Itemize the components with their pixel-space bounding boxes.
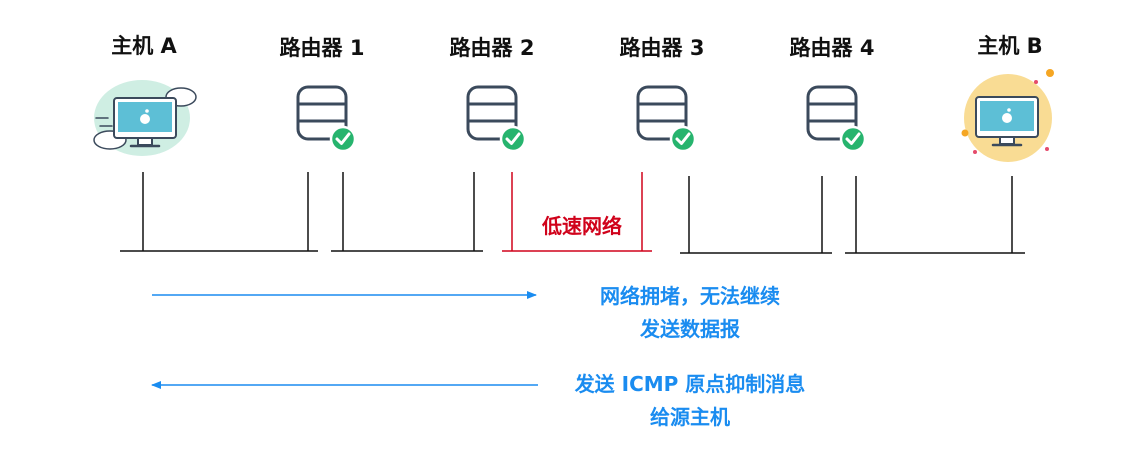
congestion-message-line-2: 发送数据报 bbox=[639, 317, 740, 341]
router-1-database-icon bbox=[296, 85, 357, 153]
router-3-database-icon bbox=[636, 85, 697, 153]
link-5 bbox=[845, 176, 1025, 254]
link-3-slow-network: 低速网络 bbox=[502, 172, 652, 252]
icmp-message-line-2: 给源主机 bbox=[650, 405, 730, 429]
congestion-message-line-1: 网络拥堵，无法继续 bbox=[600, 284, 780, 308]
node-label-host-b: 主机 B bbox=[977, 34, 1042, 58]
node-label-host-a: 主机 A bbox=[111, 34, 177, 58]
icmp-message-line-1: 发送 ICMP 原点抑制消息 bbox=[574, 372, 806, 396]
link-1 bbox=[120, 172, 318, 252]
host-b-monitor-icon bbox=[961, 69, 1054, 162]
host-a-monitor-icon bbox=[93, 80, 197, 156]
link-4 bbox=[680, 176, 832, 254]
link-2 bbox=[331, 172, 483, 252]
node-label-router-2: 路由器 2 bbox=[450, 36, 535, 60]
router-2-database-icon bbox=[466, 85, 527, 153]
node-label-router-4: 路由器 4 bbox=[790, 36, 875, 60]
node-label-router-3: 路由器 3 bbox=[620, 36, 705, 60]
node-label-router-1: 路由器 1 bbox=[280, 36, 365, 60]
router-4-database-icon bbox=[806, 85, 867, 153]
slow-network-label: 低速网络 bbox=[541, 214, 622, 238]
